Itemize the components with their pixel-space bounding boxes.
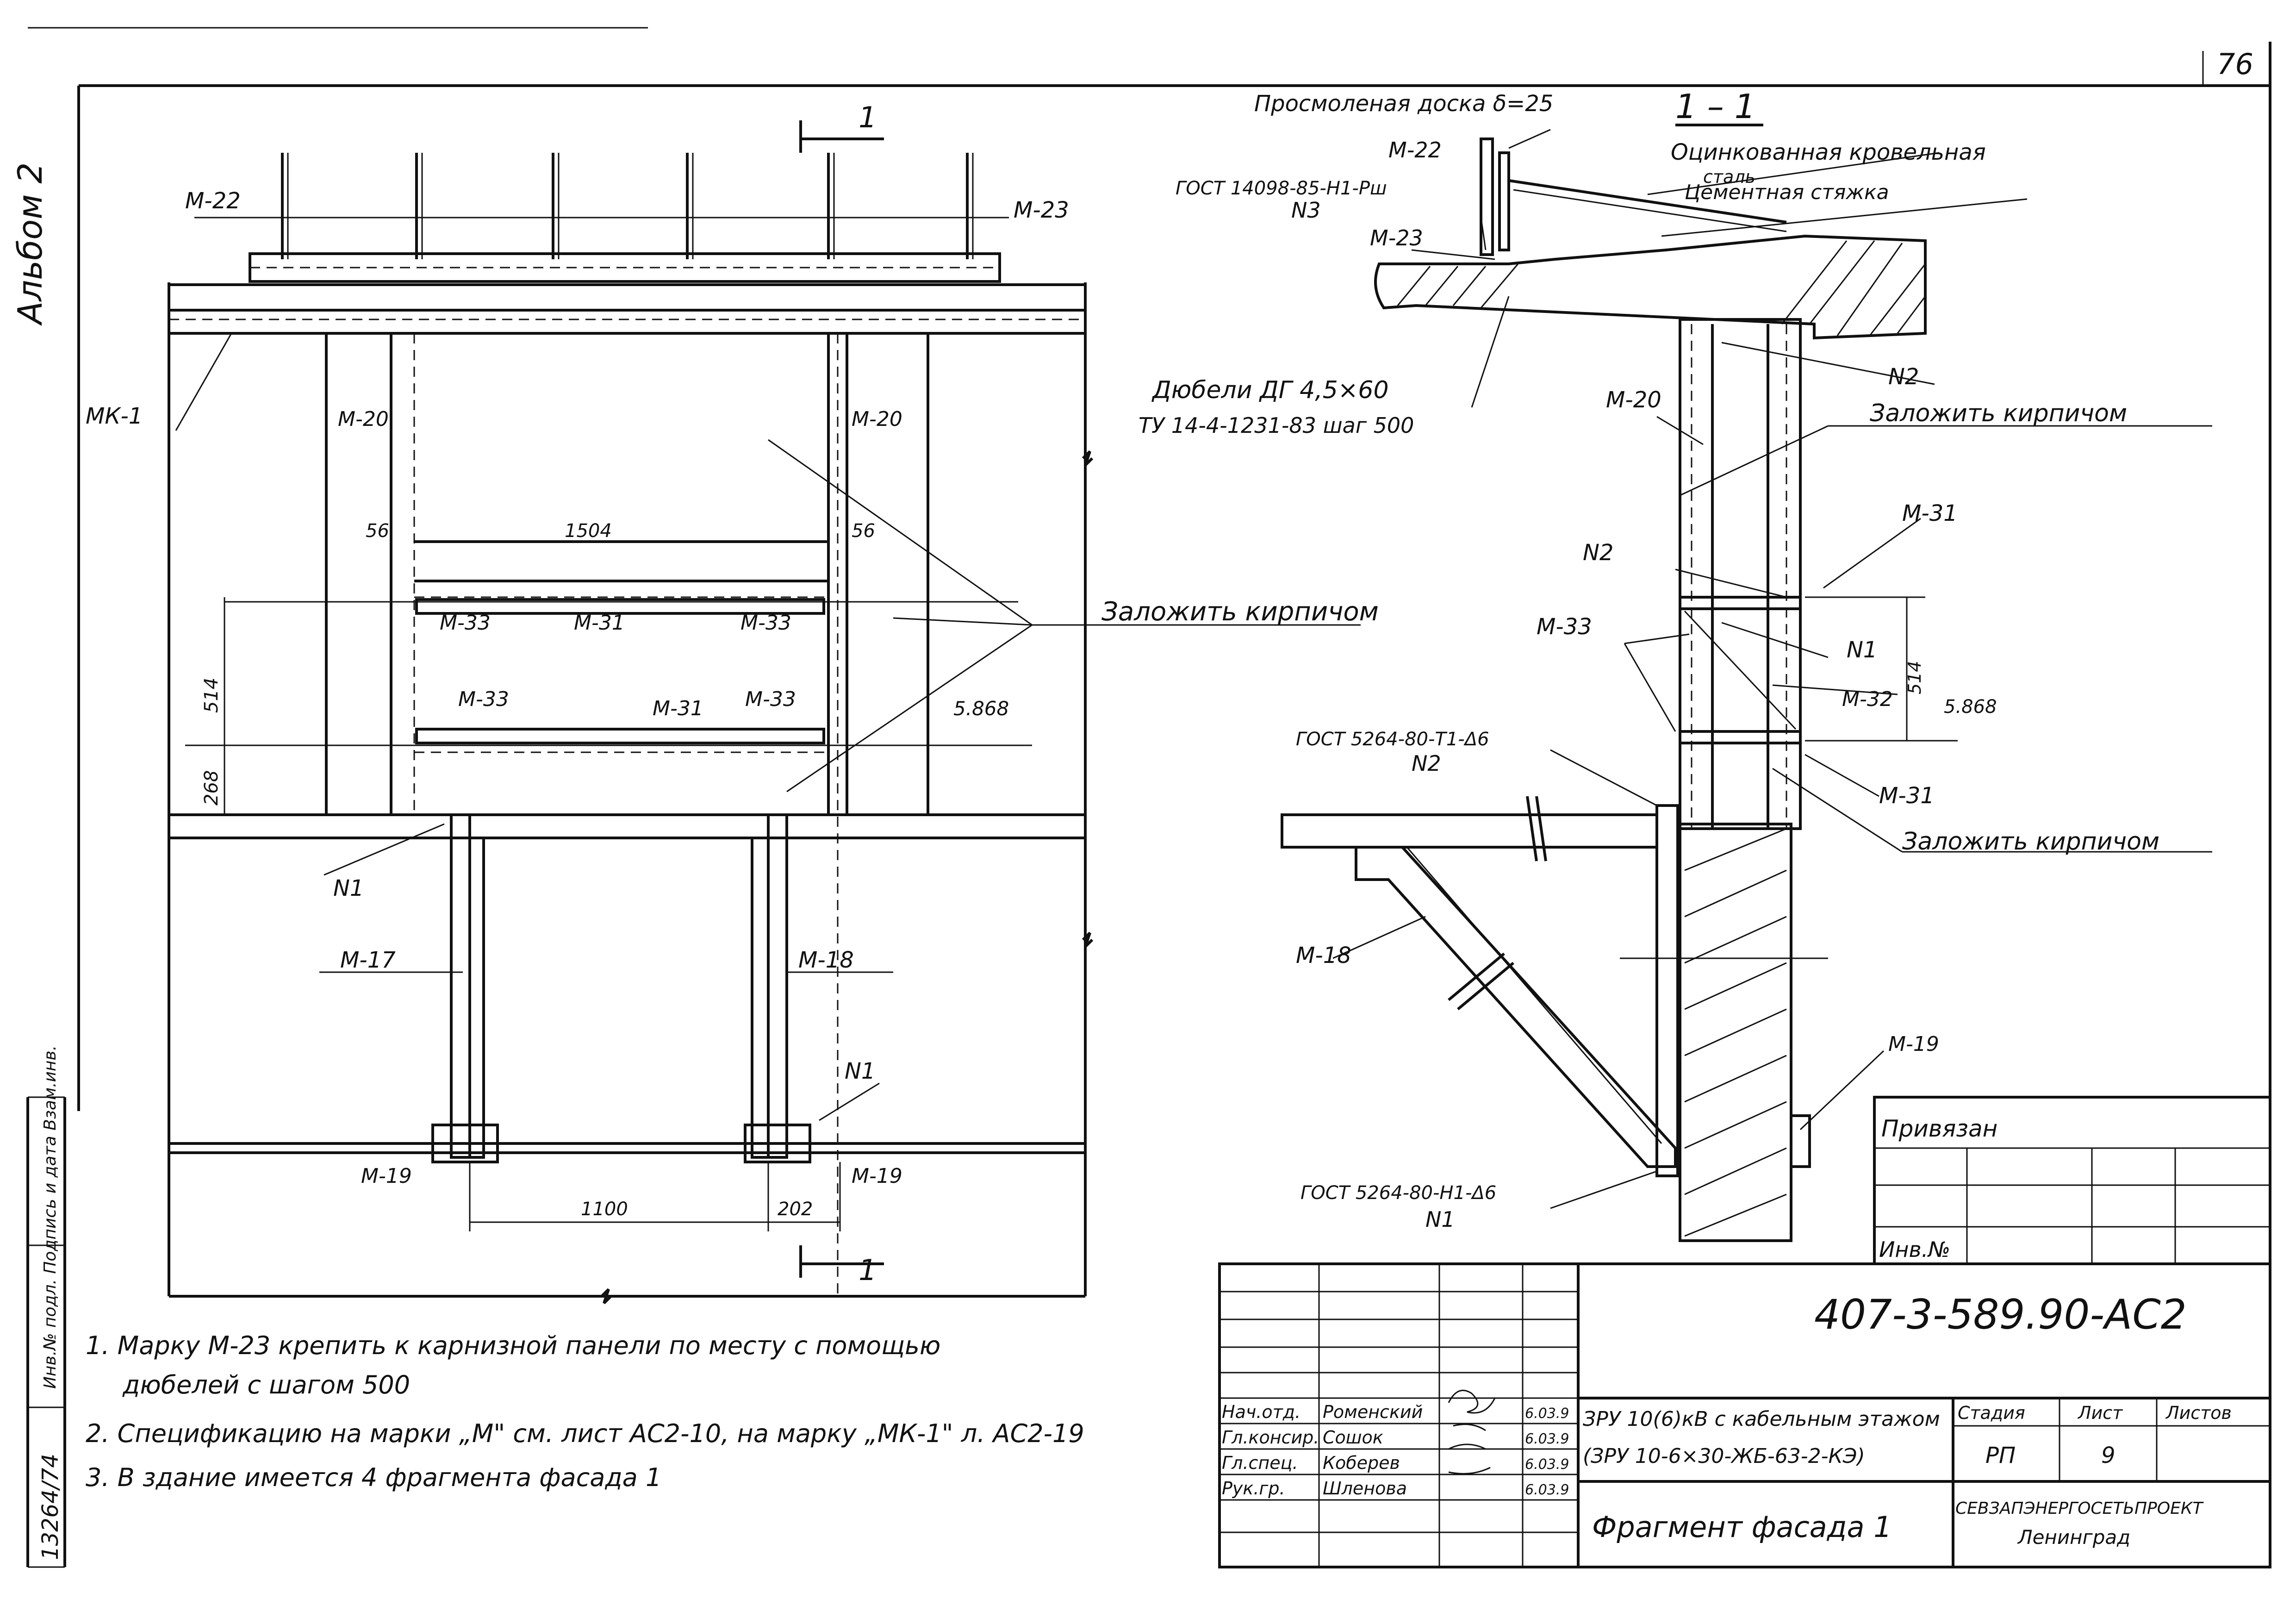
brick-fill-right-2: Заложить кирпичом [1902,828,2159,856]
svg-text:Гл.спец.: Гл.спец. [1222,1453,1298,1473]
note-1-cont: дюбелей с шагом 500 [122,1370,410,1399]
note-1: 1. Марку М-23 крепить к карнизной панели… [86,1331,940,1360]
railing-posts [194,153,1009,259]
side-stamp-number: 13264/74 [37,1454,63,1560]
label-dowels-1: Дюбели ДГ 4,5×60 [1151,376,1389,404]
dim-56-a: 56 [366,520,389,542]
dim-514-left: 514 [201,678,222,713]
label-m31-right-bottom: М-31 [1879,783,1935,809]
svg-text:Рук.гр.: Рук.гр. [1222,1478,1285,1499]
label-n1-left: N1 [333,875,364,901]
level-left: 5.868 [953,697,1009,720]
stage-header: Стадия [1958,1403,2025,1423]
label-n2-bottom: N2 [1412,751,1441,776]
section-1-1 [1281,124,2212,1242]
label-m20-a: М-20 [338,407,389,431]
label-gost-5264-t1: ГОСТ 5264-80-Т1-Δ6 [1296,729,1489,750]
label-n1-right: N1 [845,1058,875,1084]
svg-text:Коберев: Коберев [1323,1453,1400,1473]
project-line-2: (ЗРУ 10-6×30-ЖБ-63-2-КЭ) [1583,1444,1865,1468]
label-dowels-2: ТУ 14-4-1231-83 шаг 500 [1139,413,1414,438]
label-m31-2: М-31 [653,697,703,720]
doc-code: 407-3-589.90-АС2 [1814,1291,2187,1338]
label-n2-mid: N2 [1583,540,1613,566]
label-m19-a: М-19 [361,1164,412,1188]
sheets-header: Листов [2165,1403,2232,1423]
label-n1-bottom: N1 [1425,1207,1455,1232]
svg-text:6.03.9: 6.03.9 [1525,1431,1569,1447]
label-m31-1: М-31 [574,611,625,635]
svg-text:6.03.9: 6.03.9 [1525,1405,1569,1422]
label-m23-left: М-23 [1014,197,1069,223]
svg-text:Нач.отд.: Нач.отд. [1222,1402,1300,1422]
label-m22-left: М-22 [185,188,241,214]
label-m22-right: М-22 [1388,137,1442,162]
sheet-value: 9 [2101,1443,2116,1468]
label-m33-right: М-33 [1537,614,1592,640]
dim-1504: 1504 [565,520,612,542]
label-m33-2: М-33 [740,611,791,635]
label-m19-b: М-19 [852,1164,902,1188]
label-m33-1: М-33 [440,611,491,635]
inv-no-label: Инв.№ [1879,1237,1950,1262]
org-name: СЕВЗАПЭНЕРГОСЕТЬПРОЕКТ [1955,1499,2204,1518]
label-m18-left: М-18 [798,947,854,973]
label-m31-right-top: М-31 [1902,500,1958,526]
label-m33-4: М-33 [745,687,796,711]
label-n2-top: N2 [1888,364,1919,390]
label-m33-3: М-33 [458,687,509,711]
privyazan-label: Привязан [1881,1115,1997,1142]
note-3: 3. В здание имеется 4 фрагмента фасада 1 [86,1463,661,1492]
dim-56-b: 56 [852,520,875,542]
title-block [1218,1262,2271,1568]
label-m20-right: М-20 [1606,387,1661,413]
side-stamp [26,1096,66,1568]
notes: 1. Марку М-23 крепить к карнизной панели… [86,1331,1084,1492]
org-city: Ленинград [2017,1526,2130,1549]
svg-text:Сошок: Сошок [1323,1427,1383,1448]
drawing-title: Фрагмент фасада 1 [1592,1510,1892,1544]
svg-text:6.03.9: 6.03.9 [1525,1456,1569,1473]
level-right: 5.868 [1944,696,1997,718]
label-galv-steel-2: сталь [1703,167,1755,187]
label-mk1: МК-1 [86,403,143,429]
svg-text:Гл.консир.: Гл.консир. [1222,1427,1319,1448]
label-m18-right: М-18 [1296,943,1351,968]
sheet-number: 76 [2217,47,2253,81]
dim-514-right: 514 [1904,661,1925,694]
brick-fill-right-1: Заложить кирпичом [1870,400,2127,427]
label-m23-right: М-23 [1370,225,1423,250]
svg-text:6.03.9: 6.03.9 [1525,1482,1569,1498]
label-m17: М-17 [340,947,396,973]
svg-text:Роменский: Роменский [1323,1402,1423,1422]
project-line-1: ЗРУ 10(6)кВ с кабельным этажом [1583,1407,1940,1431]
facade-elevation [168,120,1361,1305]
label-n1-section: N1 [1847,637,1877,663]
side-stamp-text: Инв.№ подл. Подпись и дата Взам.инв. [41,1045,60,1389]
dim-202: 202 [778,1199,813,1220]
note-2: 2. Спецификацию на марки „М" см. лист АС… [86,1419,1084,1448]
album-label: Альбом 2 [11,162,50,326]
label-n3: N3 [1291,198,1321,223]
label-m32: М-32 [1842,687,1893,711]
label-tarred-board: Просмоленая доска δ=25 [1254,91,1553,117]
label-galv-steel-1: Оцинкованная кровельная [1671,139,1986,165]
label-m20-b: М-20 [852,407,902,431]
svg-text:Шленова: Шленова [1323,1478,1407,1499]
label-m19-right: М-19 [1888,1032,1939,1056]
section-mark-bottom: 1 [859,1253,877,1287]
dim-1100: 1100 [581,1199,628,1220]
section-mark-top: 1 [859,100,877,134]
label-cement-screed: Цементная стяжка [1685,181,1889,204]
stage-value: РП [1985,1443,2016,1468]
label-gost-14098: ГОСТ 14098-85-Н1-Рш [1176,178,1387,199]
dim-268: 268 [201,770,222,806]
role-rows: Нач.отд. Роменский 6.03.9 Гл.консир. Сош… [1222,1402,1569,1499]
label-gost-5264-h1: ГОСТ 5264-80-Н1-Δ6 [1300,1182,1496,1204]
brick-fill-left: Заложить кирпичом [1101,597,1379,627]
sheet-header: Лист [2077,1403,2123,1423]
section-title: 1 – 1 [1675,87,1755,126]
